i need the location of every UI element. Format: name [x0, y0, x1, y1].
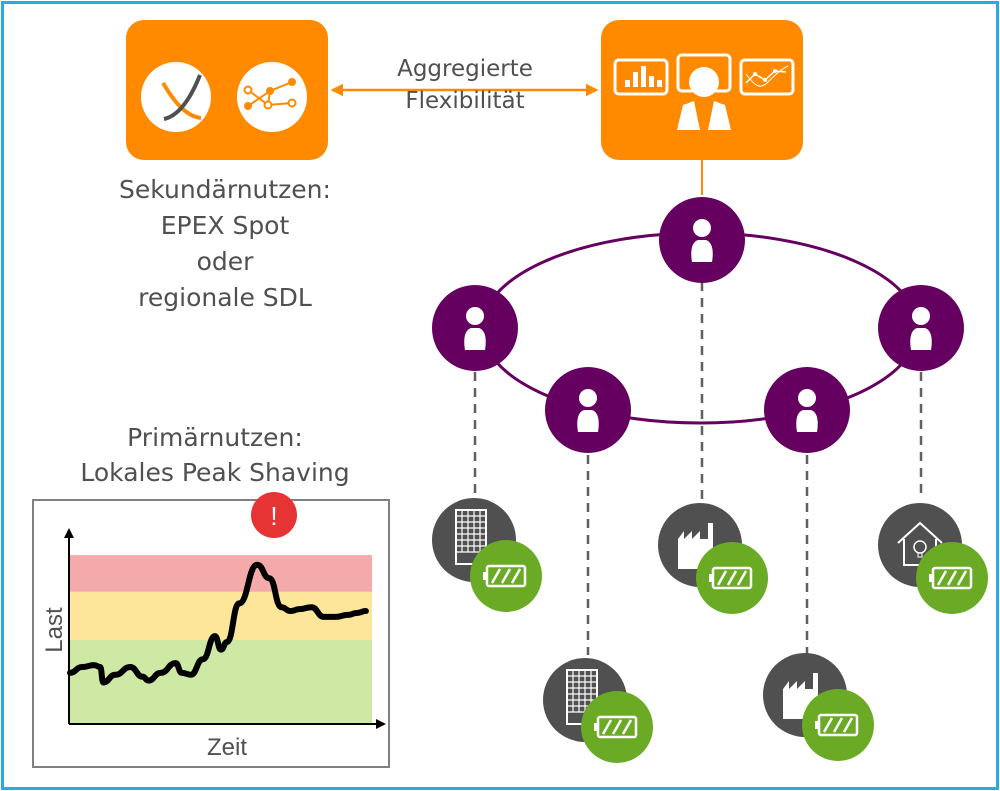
network-graph-icon: [237, 62, 307, 132]
asset-connectors: [473, 282, 923, 655]
aggregator-box: [601, 20, 803, 160]
operator-screen-icon: [676, 53, 732, 130]
battery-icon: [694, 540, 770, 616]
zone-critical: [70, 555, 372, 592]
secondary-benefit-label: Sekundärnutzen: EPEX Spot oder regionale…: [90, 172, 360, 316]
zone-normal: [70, 640, 372, 723]
peak-shaving-chart: Last Zeit !: [32, 492, 390, 768]
participant-node-right: [878, 285, 964, 371]
label-line: regionale SDL: [138, 283, 312, 312]
alert-icon: !: [251, 492, 297, 538]
participant-node-bottom-left: [545, 367, 631, 453]
label-line: Lokales Peak Shaving: [80, 458, 350, 487]
label-line: Aggregierte: [397, 56, 533, 82]
svg-text:!: !: [270, 501, 277, 531]
supply-demand-curve-icon: [141, 62, 211, 132]
participant-node-bottom-right: [764, 367, 850, 453]
label-line: Sekundärnutzen:: [119, 175, 331, 204]
participant-node-left: [432, 285, 518, 371]
label-line: Primärnutzen:: [127, 423, 303, 452]
participant-node-top: [659, 197, 745, 283]
battery-icon: [468, 538, 544, 614]
primary-benefit-label: Primärnutzen: Lokales Peak Shaving: [55, 420, 375, 490]
market-box: [126, 20, 328, 160]
label-line: Flexibilität: [405, 88, 525, 115]
battery-icon: [579, 689, 655, 765]
label-line: oder: [196, 247, 254, 276]
aggregated-flexibility-label: Aggregierte Flexibilität: [360, 53, 570, 117]
bar-chart-screen-icon: [613, 58, 669, 96]
load-series-line: [67, 561, 369, 686]
battery-icon: [914, 540, 990, 616]
label-line: EPEX Spot: [160, 211, 290, 240]
battery-icon: [800, 687, 876, 763]
line-chart-screen-icon: [739, 58, 795, 96]
y-axis-label: Last: [41, 607, 68, 653]
x-axis-label: Zeit: [207, 734, 247, 761]
